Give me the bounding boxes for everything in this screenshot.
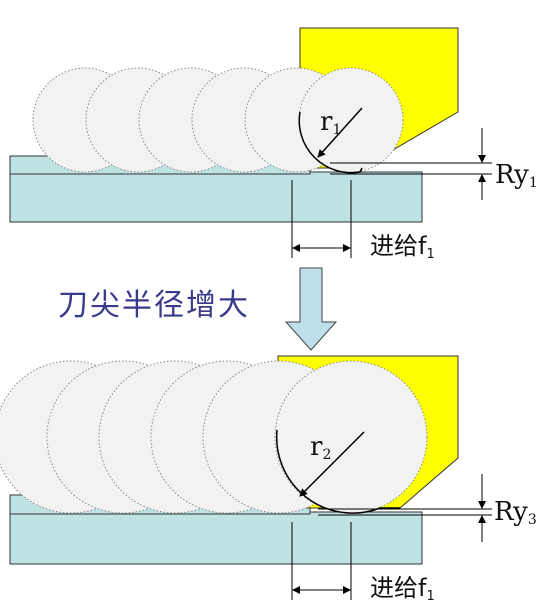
top-radius-arrow (317, 107, 363, 158)
down-arrow (284, 267, 338, 351)
top-workpiece (9, 171, 423, 223)
top-radius-label: r1 (320, 107, 341, 138)
title: 刀尖半径增大 (58, 288, 250, 323)
top-tool-nose-edge (298, 111, 363, 174)
bottom-ry-label: Ry3 (494, 497, 537, 528)
top-panel: r1 Ry1 进给f1 (9, 27, 538, 262)
bottom-feed-label: 进给f1 (370, 574, 435, 604)
bottom-workpiece (9, 511, 423, 565)
bottom-tool-nose-edge (275, 429, 400, 514)
bottom-panel: r2 Ry3 进给f1 (0, 355, 537, 604)
bottom-radius-label: r2 (310, 432, 331, 463)
bottom-radius-arrow (299, 431, 365, 497)
top-ry-label: Ry1 (495, 160, 538, 191)
top-feed-label: 进给f1 (370, 232, 435, 262)
